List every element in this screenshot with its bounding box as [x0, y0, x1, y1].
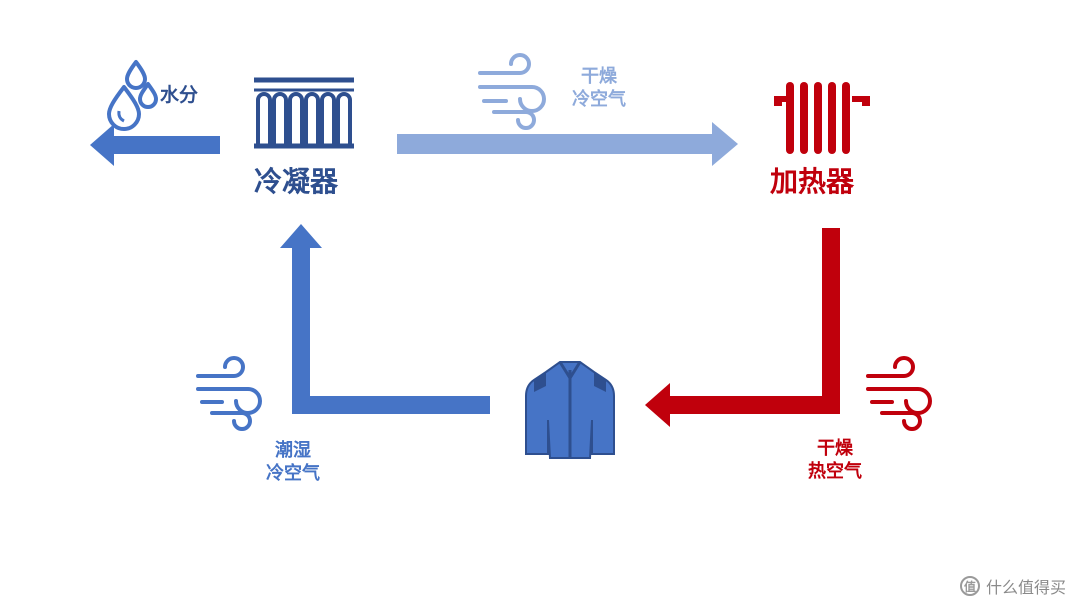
water-drops-icon: [107, 60, 158, 131]
humid-cold-air-arrow: [280, 224, 490, 414]
heater-label: 加热器: [770, 165, 855, 198]
water-out-arrow: [90, 124, 220, 166]
condenser-label: 冷凝器: [254, 165, 339, 198]
dry-hot-air-line1: 干燥: [817, 438, 853, 459]
condenser-coil-icon: [254, 77, 354, 149]
humid-cold-air-line2: 冷空气: [266, 462, 320, 484]
dry-cold-air-line1: 干燥: [581, 66, 617, 87]
dry-cold-air-line2: 冷空气: [572, 88, 626, 110]
dry-hot-air-label: 干燥 热空气: [808, 438, 862, 483]
wind-icon: [196, 356, 262, 431]
jacket-icon: [525, 361, 615, 459]
humid-cold-air-line1: 潮湿: [275, 440, 311, 461]
dry-cold-air-arrow: [397, 122, 738, 166]
water-label: 水分: [160, 84, 199, 106]
dry-hot-air-arrow: [645, 228, 840, 427]
watermark-badge: 值: [959, 576, 980, 596]
watermark-text: 什么值得买: [985, 578, 1066, 597]
wind-icon: [866, 356, 932, 431]
wind-icon: [478, 53, 546, 130]
dry-hot-air-line2: 热空气: [808, 460, 862, 482]
radiator-icon: [774, 82, 870, 154]
dry-cold-air-label: 干燥 冷空气: [572, 66, 626, 111]
watermark: 值 什么值得买: [959, 574, 1066, 598]
humid-cold-air-label: 潮湿 冷空气: [266, 440, 320, 485]
